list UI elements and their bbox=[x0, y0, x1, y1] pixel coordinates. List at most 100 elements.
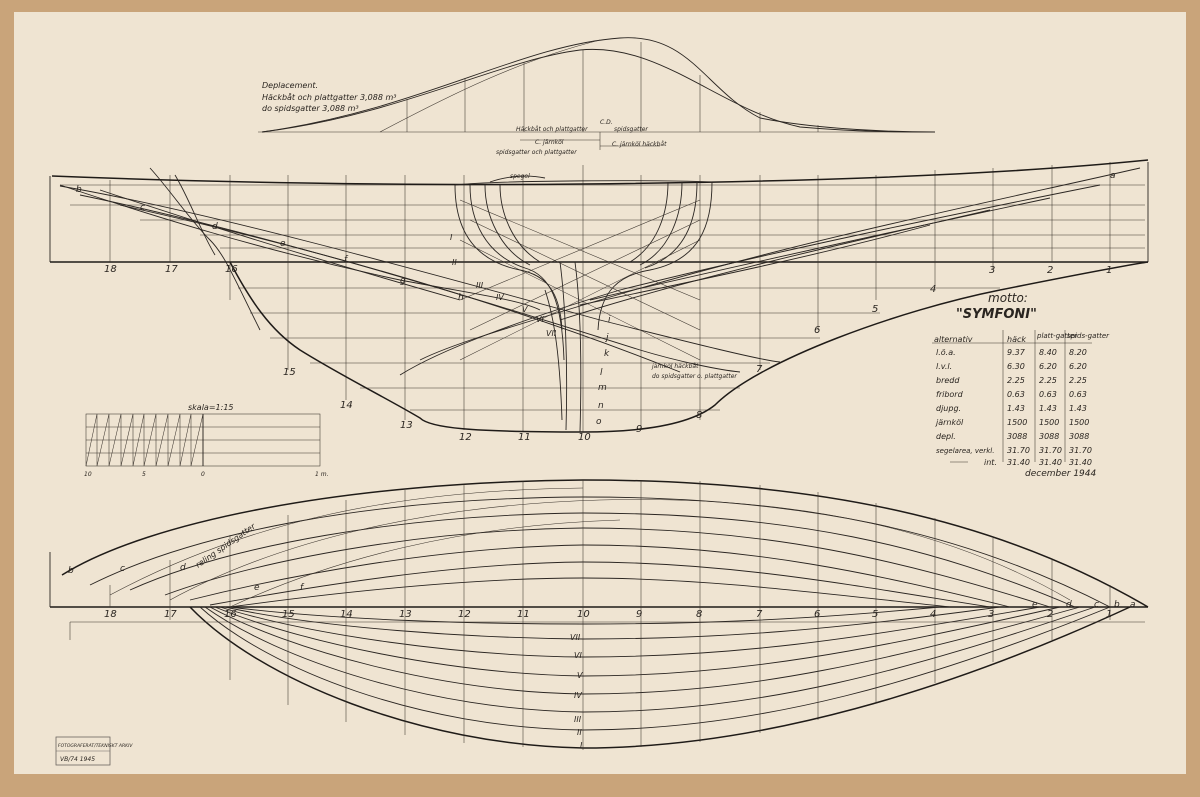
profile-station-label: 10 bbox=[578, 432, 591, 443]
plan-station-label: 9 bbox=[636, 609, 642, 620]
plan-station-label: 8 bbox=[696, 609, 702, 620]
archive-stamp: FOTOGRAFERAT/TEKNISKT ARKIV VB/74 1945 bbox=[55, 736, 133, 766]
section-number: IV bbox=[496, 293, 504, 302]
plan-section-number: II bbox=[577, 728, 582, 737]
label-hackbat-plattgatter: Häckbåt och plattgatter bbox=[516, 126, 588, 133]
waterline-letter: a bbox=[1110, 171, 1116, 181]
profile-station-labels: 18 17 16 15 14 13 12 11 10 9 8 7 6 5 4 3… bbox=[104, 264, 1112, 443]
spec-cell: 6.30 bbox=[1007, 362, 1025, 371]
profile-station-label: 3 bbox=[989, 265, 995, 276]
spec-cell: 8.20 bbox=[1069, 348, 1087, 357]
plan-station-label: 3 bbox=[988, 609, 994, 620]
spec-cell: l.v.l. bbox=[936, 362, 952, 371]
profile-station-label: 12 bbox=[459, 432, 472, 443]
displacement-heading: Deplacement. bbox=[262, 81, 318, 90]
waterline-letter: n bbox=[598, 401, 604, 411]
profile-station-label: 9 bbox=[636, 424, 642, 435]
section-number: VI bbox=[536, 315, 544, 324]
plan-letter: a bbox=[1130, 600, 1136, 610]
plan-station-label: 10 bbox=[577, 609, 590, 620]
plan-station-label: 18 bbox=[104, 609, 117, 620]
spec-cell: 1.43 bbox=[1007, 404, 1025, 413]
spec-cell: 9.37 bbox=[1007, 348, 1026, 357]
plan-station-label: 5 bbox=[872, 609, 878, 620]
spec-table: alternativ häck platt-gatter spids-gatte… bbox=[932, 330, 1110, 467]
motto-label: motto: bbox=[988, 291, 1028, 305]
section-number: II bbox=[452, 258, 457, 267]
spec-cell: 8.40 bbox=[1039, 348, 1057, 357]
jarnkol-hackbat-label: järnköl häckbåt bbox=[651, 363, 699, 370]
plan-station-label: 12 bbox=[458, 609, 471, 620]
stamp-line2: VB/74 1945 bbox=[60, 756, 95, 763]
plan-station-label: 6 bbox=[814, 609, 820, 620]
profile-view bbox=[49, 159, 1149, 433]
spec-cell: 31.40 bbox=[1039, 458, 1062, 467]
waterline-letter: g bbox=[400, 276, 406, 286]
plan-station-label: 16 bbox=[224, 609, 237, 620]
waterline-letter: f bbox=[344, 255, 349, 265]
profile-section-numbers: I II III IV V VI VII bbox=[450, 233, 557, 338]
spec-cell: djupg. bbox=[936, 404, 961, 413]
plan-section-numbers: VII VI V IV III II I bbox=[570, 633, 583, 750]
plan-letter: f bbox=[300, 583, 305, 593]
spec-cell: 31.70 bbox=[1039, 446, 1062, 455]
label-c-jarnkol-hackbat: C. järnköl häckbåt bbox=[612, 141, 667, 148]
plan-section-number: III bbox=[574, 715, 582, 724]
spec-cell: depl. bbox=[936, 432, 956, 441]
scale-bar bbox=[85, 413, 321, 467]
waterline-letter: b bbox=[76, 185, 82, 195]
scale-label: skala=1:15 bbox=[188, 403, 234, 412]
plan-station-label: 11 bbox=[517, 609, 530, 620]
spec-cell: 2.25 bbox=[1007, 376, 1025, 385]
spec-cell: 0.63 bbox=[1039, 390, 1057, 399]
plan-station-label: 13 bbox=[399, 609, 412, 620]
label-cd: C.D. bbox=[600, 119, 613, 126]
plan-letter: e bbox=[254, 583, 260, 593]
profile-station-label: 16 bbox=[225, 264, 238, 275]
spec-cell: järnköl bbox=[935, 418, 964, 427]
section-number: V bbox=[522, 305, 528, 314]
label-c-jarnkol: C. järnköl bbox=[535, 139, 564, 146]
displacement-line2: do spidsgatter 3,088 m³ bbox=[262, 104, 359, 113]
displacement-line1: Häckbåt och plattgatter 3,088 m³ bbox=[262, 92, 396, 102]
waterline-letter: i bbox=[608, 315, 611, 325]
waterline-letter: j bbox=[604, 333, 609, 343]
waterline-letter: h bbox=[458, 293, 464, 303]
spec-header: platt-gatter bbox=[1036, 332, 1078, 340]
spec-cell: 1500 bbox=[1069, 418, 1089, 427]
section-number: VII bbox=[546, 329, 557, 338]
profile-station-label: 18 bbox=[104, 264, 117, 275]
waterline-letter: o bbox=[596, 417, 602, 427]
spegel-label: spegel bbox=[510, 173, 530, 180]
spec-cell: 1500 bbox=[1039, 418, 1059, 427]
spec-cell: 31.70 bbox=[1007, 446, 1030, 455]
profile-waterline-letters: b c d e f g h i j k l m n o a bbox=[76, 171, 1116, 427]
spec-cell: 6.20 bbox=[1069, 362, 1087, 371]
scale-tick: 10 bbox=[84, 471, 92, 478]
waterline-letter: m bbox=[598, 383, 607, 393]
profile-station-label: 15 bbox=[283, 367, 296, 378]
waterline-letter: k bbox=[604, 349, 610, 359]
spec-header: alternativ bbox=[934, 335, 973, 344]
spec-cell: 31.70 bbox=[1069, 446, 1092, 455]
spec-cell: 31.40 bbox=[1007, 458, 1030, 467]
profile-station-label: 1 bbox=[1106, 265, 1112, 276]
spec-header: häck bbox=[1007, 335, 1026, 344]
spec-cell: int. bbox=[984, 458, 997, 467]
profile-station-label: 4 bbox=[930, 284, 936, 295]
spec-cell: 0.63 bbox=[1069, 390, 1087, 399]
plan-station-label: 15 bbox=[282, 609, 295, 620]
plan-section-number: VII bbox=[570, 633, 581, 642]
plan-station-label: 14 bbox=[340, 609, 353, 620]
spec-cell: 31.40 bbox=[1069, 458, 1092, 467]
spec-cell: 1.43 bbox=[1039, 404, 1057, 413]
spec-cell: 3088 bbox=[1039, 432, 1059, 441]
plan-letter: d bbox=[1066, 600, 1072, 610]
profile-station-label: 11 bbox=[518, 432, 531, 443]
plan-letter: b bbox=[68, 566, 74, 576]
spec-cell: segelarea, verkl. bbox=[936, 447, 994, 455]
plan-station-label: 4 bbox=[930, 609, 936, 620]
plan-section-number: IV bbox=[574, 691, 582, 700]
plan-station-label: 1 bbox=[1106, 609, 1112, 620]
